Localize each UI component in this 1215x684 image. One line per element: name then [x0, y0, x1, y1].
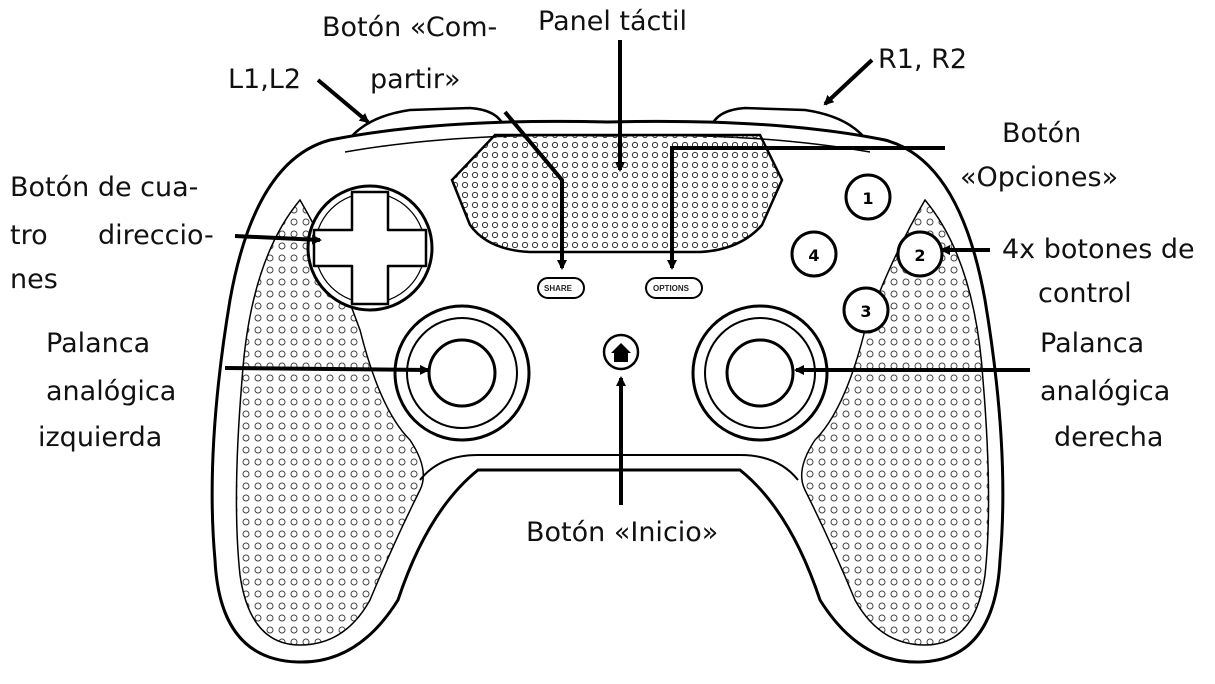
callout-arrows — [224, 40, 1030, 505]
face-buttons: 1 2 3 4 — [790, 173, 944, 334]
label-left-stick-line3: izquierda — [38, 422, 163, 453]
share-button-caption: SHARE — [544, 284, 573, 293]
right-grip-texture — [800, 198, 990, 646]
dpad-cross — [312, 190, 428, 306]
label-share-line2: partir» — [370, 64, 461, 95]
label-l1l2: L1,L2 — [228, 64, 302, 95]
label-left-stick-line1: Palanca — [46, 328, 151, 359]
arrow-share — [503, 110, 567, 270]
label-home: Botón «Inicio» — [526, 517, 719, 548]
arrow-r1r2 — [823, 58, 874, 106]
label-right-stick-line3: derecha — [1054, 422, 1164, 453]
label-left-stick-line2: analógica — [46, 376, 177, 407]
face-button-1 — [844, 173, 892, 221]
touchpad-shape — [450, 133, 784, 254]
arrow-left-stick — [224, 364, 430, 375]
left-grip-texture — [235, 198, 425, 646]
label-options-line2: «Opciones» — [960, 162, 1119, 193]
arrow-l1l2 — [316, 78, 370, 124]
label-touchpad: Panel táctil — [538, 6, 687, 37]
label-r1r2: R1, R2 — [878, 44, 968, 75]
arrow-options — [667, 146, 945, 270]
options-button-caption: OPTIONS — [653, 284, 690, 293]
label-right-stick-line1: Palanca — [1040, 328, 1145, 359]
face-button-1-glyph: 1 — [862, 189, 873, 208]
label-dpad-line1: Botón de cua- — [10, 172, 199, 203]
face-button-4 — [790, 230, 838, 278]
face-button-3-glyph: 3 — [860, 302, 871, 321]
label-share-line1: Botón «Com- — [322, 12, 498, 43]
right-stick-cap — [725, 338, 795, 408]
label-dpad-line2b: direccio- — [98, 220, 214, 251]
face-button-2-glyph: 2 — [914, 246, 925, 265]
share-button-shape — [537, 277, 585, 299]
face-button-4-glyph: 4 — [808, 246, 819, 265]
options-button-shape — [645, 277, 703, 299]
label-dpad-line2a: tro — [10, 220, 48, 251]
label-right-stick-line2: analógica — [1040, 376, 1171, 407]
home-icon — [611, 343, 631, 362]
label-face-buttons-line2: control — [1038, 278, 1132, 309]
arrow-dpad — [234, 234, 322, 245]
label-options-line1: Botón — [1002, 118, 1082, 149]
face-button-3 — [842, 286, 890, 334]
label-face-buttons-line1: 4x botones de — [1002, 234, 1195, 265]
label-dpad-line3: nes — [10, 264, 58, 295]
left-stick-cap — [427, 338, 497, 408]
